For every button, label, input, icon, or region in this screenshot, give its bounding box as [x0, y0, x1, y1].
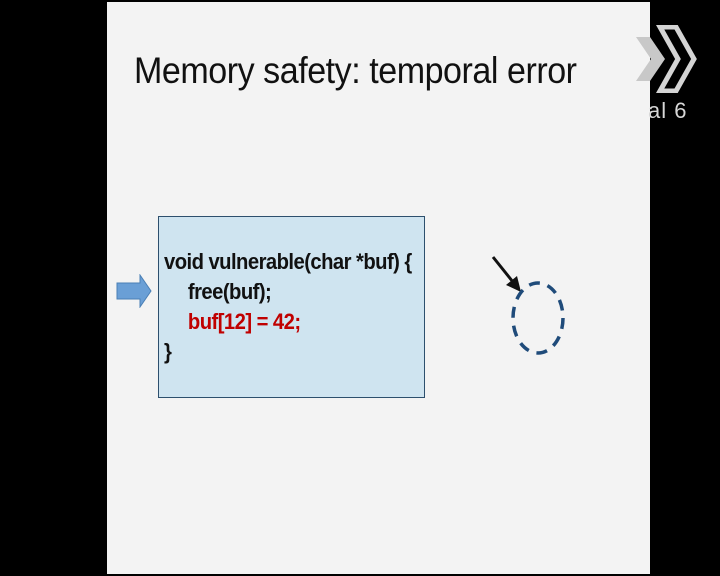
code-line-free: free(buf);: [187, 279, 272, 304]
code-block: void vulnerable(char *buf) { free(buf); …: [164, 247, 412, 367]
right-arrow-icon: [116, 274, 152, 308]
slide-title: Memory safety: temporal error: [134, 50, 577, 91]
pointer-arrow-icon: [491, 256, 521, 292]
dashed-ellipse-icon: [511, 281, 565, 355]
code-line-signature: void vulnerable(char *buf) {: [164, 249, 412, 274]
logo-text: al 6: [648, 98, 688, 123]
slide: Memory safety: temporal error void vulne…: [107, 2, 650, 574]
code-box: void vulnerable(char *buf) { free(buf); …: [158, 216, 425, 398]
interlocking-arrows-logo-icon: [636, 25, 697, 93]
code-line-close: }: [164, 339, 172, 364]
code-line-error: buf[12] = 42;: [187, 309, 301, 334]
